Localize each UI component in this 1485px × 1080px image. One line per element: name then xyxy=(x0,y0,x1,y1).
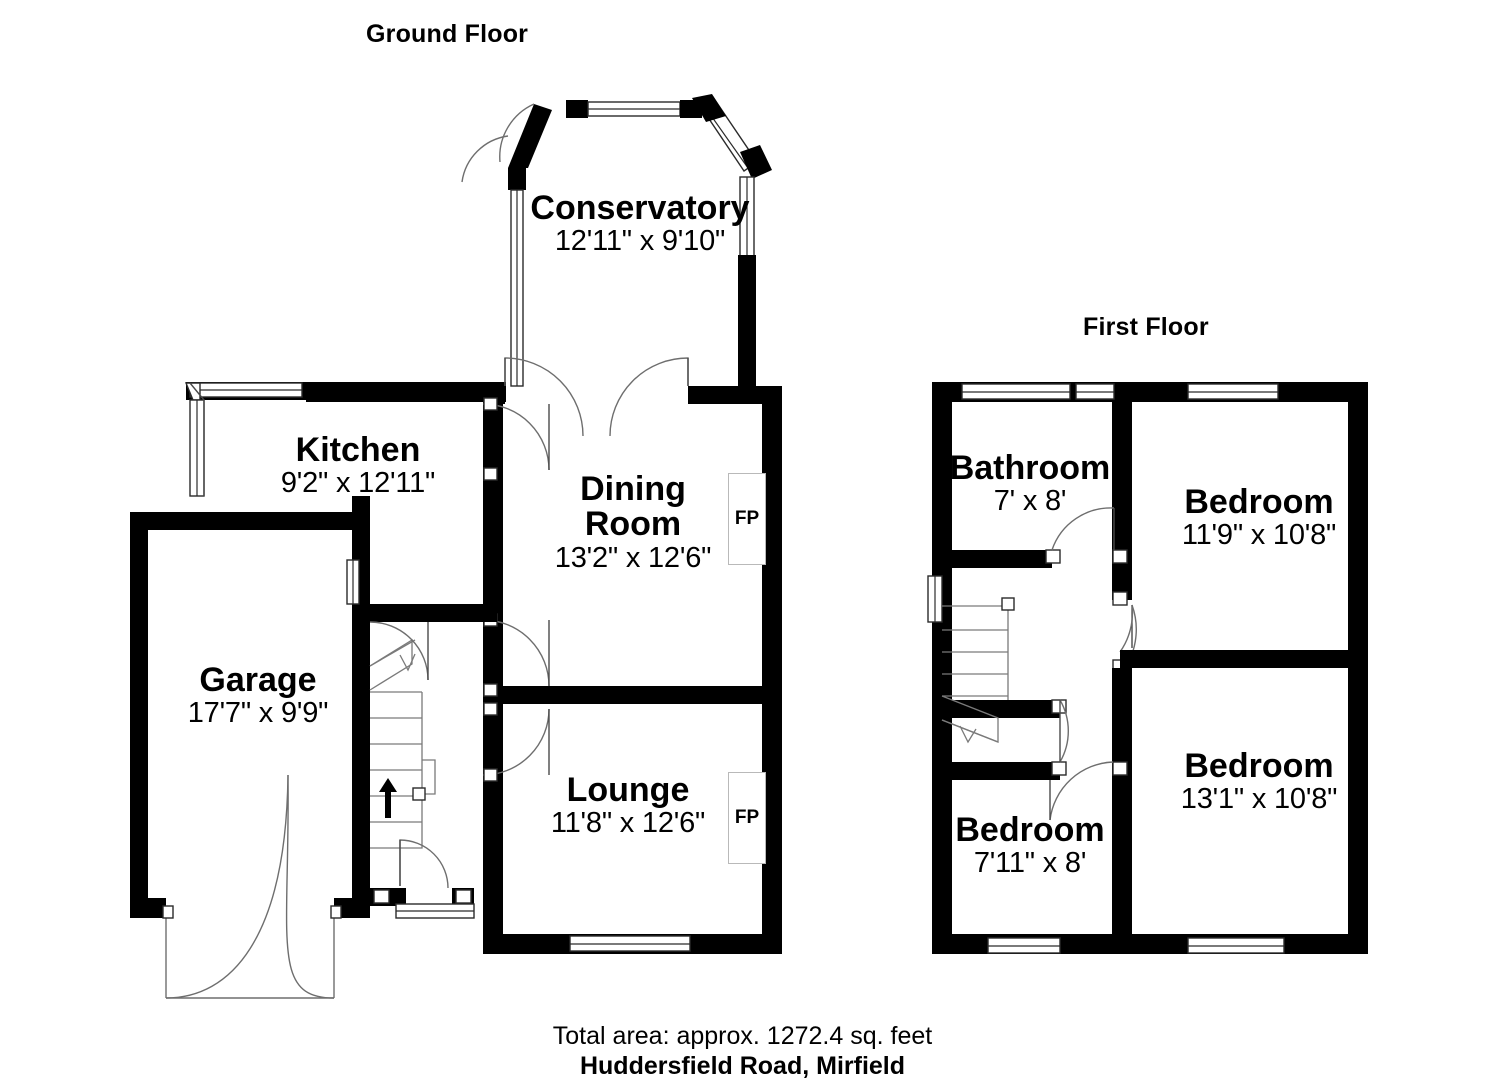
room-name-bedroom-3: Bedroom xyxy=(955,811,1105,849)
room-dimensions-bedroom-3: 7'11" x 8' xyxy=(973,847,1087,880)
fireplace-label-dining: FP xyxy=(734,508,760,529)
first-floor-staircase xyxy=(941,597,1015,744)
fireplace-label-lounge: FP xyxy=(734,807,760,828)
property-address: Huddersfield Road, Mirfield xyxy=(579,1052,906,1080)
room-dimensions-conservatory: 12'11" x 9'10" xyxy=(554,225,726,258)
room-name-bedroom-1: Bedroom xyxy=(1184,483,1334,521)
room-dimensions-lounge: 11'8" x 12'6" xyxy=(550,807,706,840)
room-name-dining-room: Dining xyxy=(580,470,686,508)
fireplace-dining-room: FP xyxy=(728,473,766,565)
room-name-garage: Garage xyxy=(199,661,317,699)
total-area-text: Total area: approx. 1272.4 sq. feet xyxy=(552,1022,933,1050)
first-floor-title: First Floor xyxy=(1083,313,1209,341)
room-label-kitchen: Kitchen 9'2" x 12'11" xyxy=(248,432,468,499)
room-name-kitchen: Kitchen xyxy=(295,431,421,469)
room-name-bathroom: Bathroom xyxy=(949,449,1111,487)
room-label-bedroom-1: Bedroom 11'9" x 10'8" xyxy=(1142,484,1376,551)
room-name-conservatory: Conservatory xyxy=(530,189,750,227)
ground-floor-title: Ground Floor xyxy=(366,20,529,48)
room-dimensions-dining-room: 13'2" x 12'6" xyxy=(554,541,712,574)
room-dimensions-garage: 17'7" x 9'9" xyxy=(187,697,329,730)
room-name-lounge: Lounge xyxy=(566,771,690,809)
room-dimensions-bedroom-2: 13'1" x 10'8" xyxy=(1180,783,1338,816)
room-label-bedroom-2: Bedroom 13'1" x 10'8" xyxy=(1142,748,1376,815)
room-name-bedroom-2: Bedroom xyxy=(1184,747,1334,785)
room-label-conservatory: Conservatory 12'11" x 9'10" xyxy=(520,190,760,257)
room-label-lounge: Lounge 11'8" x 12'6" xyxy=(518,772,738,839)
room-dimensions-bathroom: 7' x 8' xyxy=(993,485,1067,518)
room-dimensions-bedroom-1: 11'9" x 10'8" xyxy=(1181,519,1337,552)
room-label-dining-room: Dining Room 13'2" x 12'6" xyxy=(518,470,748,574)
room-dimensions-kitchen: 9'2" x 12'11" xyxy=(280,467,436,500)
room-label-garage: Garage 17'7" x 9'9" xyxy=(158,662,358,729)
ground-staircase xyxy=(369,638,436,849)
room-label-bedroom-3: Bedroom 7'11" x 8' xyxy=(938,812,1122,879)
room-name-dining-room-line2: Room xyxy=(584,505,682,544)
fireplace-lounge: FP xyxy=(728,772,766,864)
room-label-bathroom: Bathroom 7' x 8' xyxy=(938,450,1122,517)
